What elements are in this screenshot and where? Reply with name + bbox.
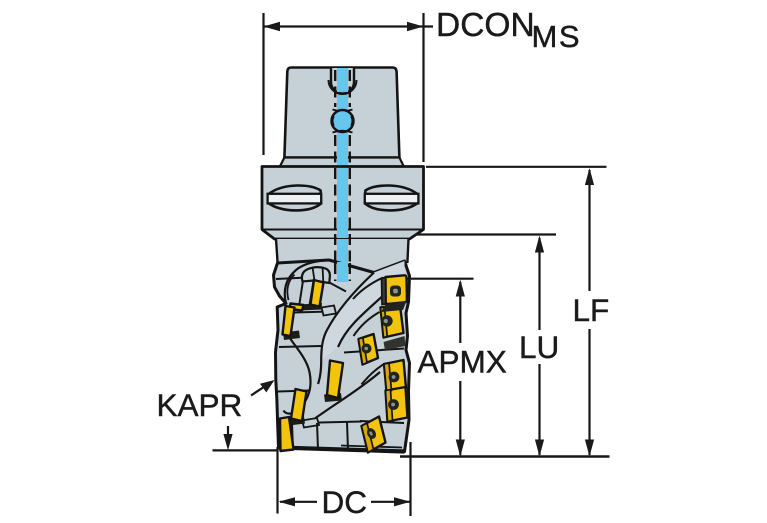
- svg-text:MS: MS: [532, 19, 582, 54]
- svg-text:LF: LF: [573, 292, 610, 328]
- svg-text:LU: LU: [519, 329, 559, 365]
- svg-text:DC: DC: [322, 484, 368, 520]
- svg-text:APMX: APMX: [418, 344, 507, 380]
- svg-text:KAPR: KAPR: [157, 387, 243, 423]
- svg-text:DCON: DCON: [436, 7, 535, 44]
